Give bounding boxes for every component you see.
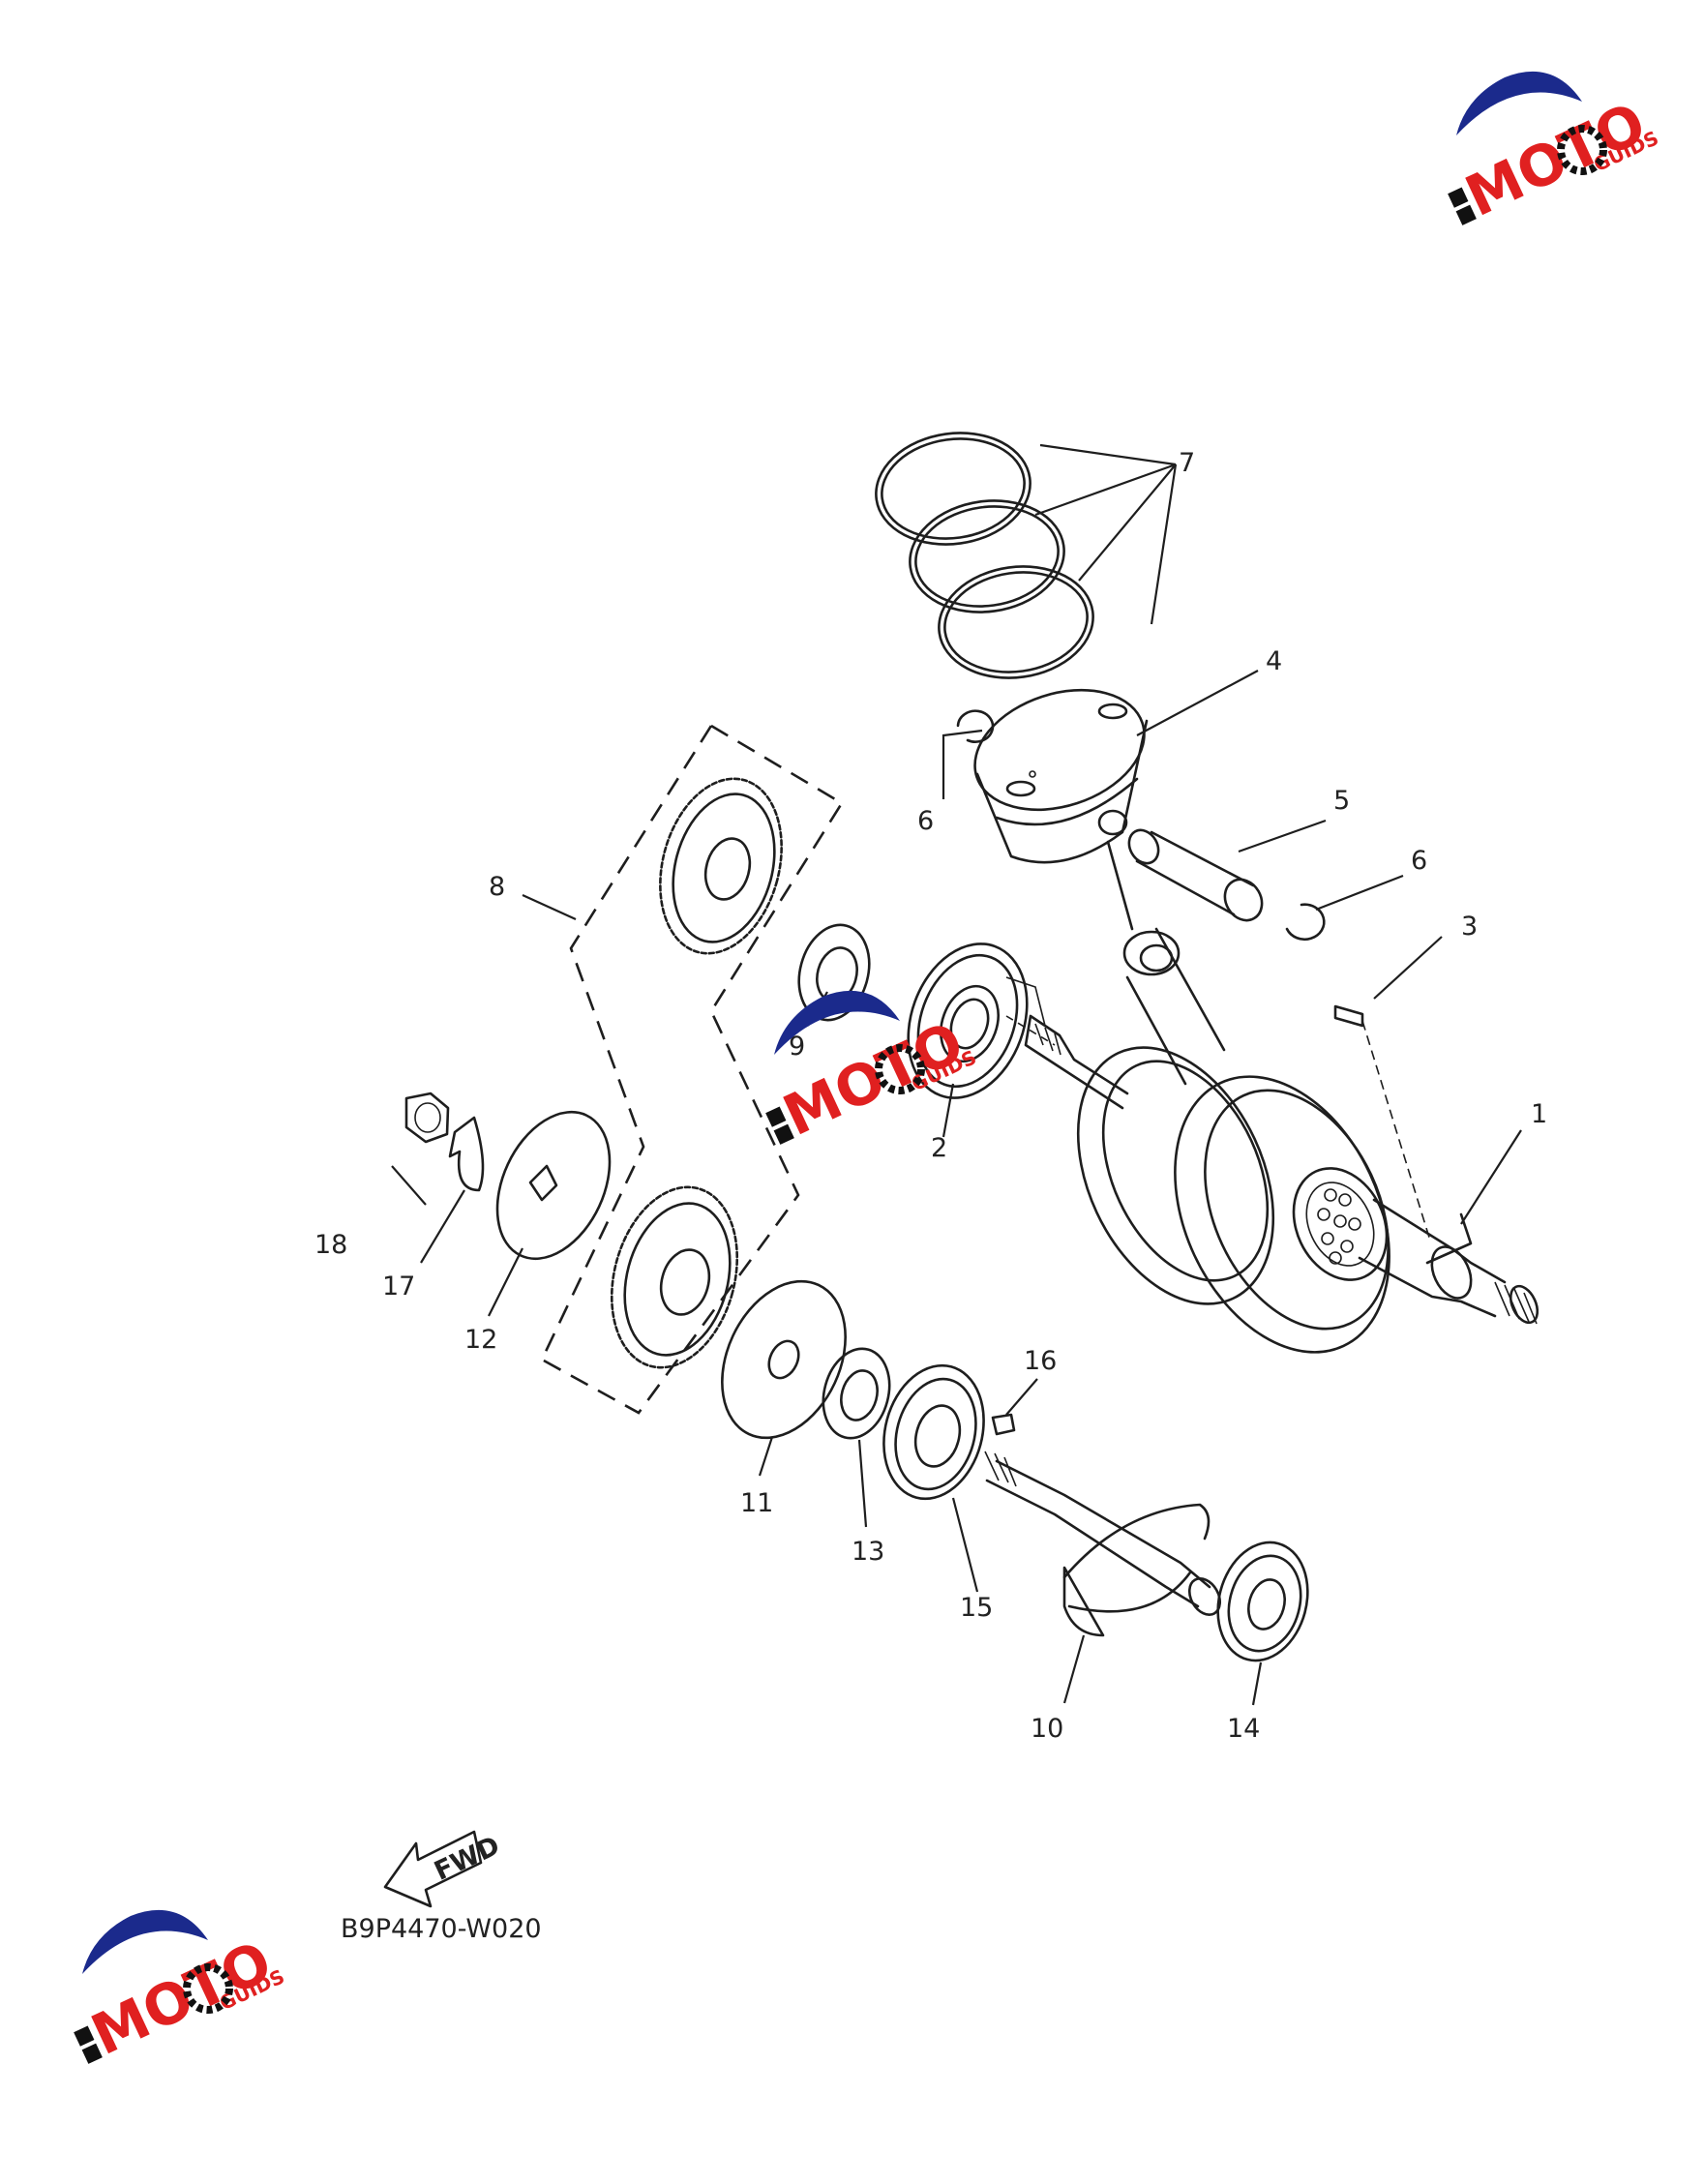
callout-2: 2: [931, 1133, 947, 1163]
callout-15: 15: [960, 1593, 993, 1623]
callout-4: 4: [1266, 646, 1282, 676]
crankshaft-assembly: [1005, 840, 1540, 1354]
callout-7: 7: [1179, 448, 1195, 478]
balancer-bearing-left: [882, 1363, 985, 1501]
callout-16: 16: [1024, 1346, 1057, 1376]
fwd-arrow-icon: FWD: [383, 1830, 504, 1908]
callout-18: 18: [314, 1230, 347, 1260]
moto-guids-logo-bottom-left: MOTO GUIDS: [74, 1909, 288, 2068]
callout-11: 11: [740, 1488, 773, 1518]
callout-3: 3: [1461, 912, 1478, 942]
callout-13: 13: [852, 1537, 884, 1567]
balancer-oil-seal: [822, 1347, 891, 1440]
woodruff-key: [1333, 1004, 1431, 1242]
lock-washer: [448, 1116, 485, 1192]
callout-6-left: 6: [917, 806, 934, 836]
piston-circlip-left: [956, 709, 995, 743]
callout-labels: 7 4 6 5 6 3 8 9 2 1 18 17 12 16 11 13 15…: [314, 448, 1547, 1744]
piston-pin: [1127, 828, 1264, 922]
callout-10: 10: [1031, 1714, 1063, 1744]
balancer-shaft: [984, 1451, 1222, 1637]
balancer-drive-gear: [659, 777, 783, 955]
moto-guids-logo-center: MOTO GUIDS: [765, 990, 980, 1149]
figure-code: B9P4470-W020: [341, 1914, 542, 1944]
balancer-bearing-right: [1216, 1541, 1309, 1662]
balancer-driven-gear: [610, 1185, 739, 1369]
callout-1: 1: [1531, 1099, 1547, 1129]
piston-rings: [875, 432, 1094, 679]
callout-14: 14: [1227, 1714, 1260, 1744]
callout-5: 5: [1333, 786, 1350, 816]
moto-guids-logo-top-right: MOTO GUIDS: [1448, 71, 1662, 229]
callout-9: 9: [789, 1032, 805, 1062]
plate-washer: [495, 1110, 612, 1261]
callout-17: 17: [382, 1272, 415, 1301]
balancer-gear-set: [540, 724, 844, 1415]
piston: [973, 688, 1149, 864]
balancer-key: [991, 1413, 1016, 1436]
fwd-label: FWD: [430, 1831, 504, 1887]
piston-circlip-right: [1285, 903, 1326, 942]
nut: [404, 1092, 450, 1144]
crankshaft-bearing-left: [907, 942, 1046, 1099]
callout-12: 12: [464, 1325, 497, 1355]
thrust-washer: [721, 1279, 847, 1440]
callout-6-right: 6: [1411, 846, 1427, 876]
callout-8: 8: [489, 872, 505, 902]
